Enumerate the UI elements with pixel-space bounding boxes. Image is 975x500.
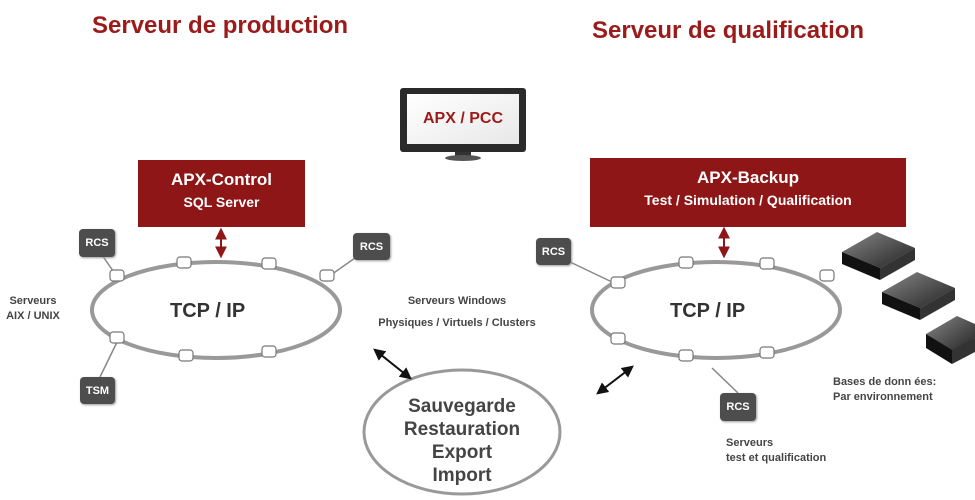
aix-servers-line2: AIX / UNIX [6, 310, 60, 322]
backup-box-subtitle: Test / Simulation / Qualification [644, 192, 852, 208]
windows-servers-label: Serveurs Windows Physiques / Virtuels / … [344, 290, 570, 334]
databases-line1: Bases de donn ées: [833, 376, 937, 388]
monitor-label: APX / PCC [422, 110, 503, 127]
monitor-icon [400, 88, 526, 161]
production-title: Serveur de production [92, 12, 349, 39]
qualification-title: Serveur de qualification [592, 17, 865, 44]
backup-operations: Sauvegarde Restauration Export Import [384, 395, 540, 487]
test-servers-line2: test et qualification [726, 452, 827, 464]
backup-op-restore: Restauration [403, 419, 521, 440]
backup-op-save: Sauvegarde [408, 396, 516, 417]
test-servers-line1: Serveurs [726, 437, 774, 449]
backup-ops-ellipse [362, 368, 562, 496]
left-backup-arrow [373, 348, 412, 380]
rcs-node-left-right[interactable]: RCS [353, 233, 390, 260]
disk-icon-2 [882, 272, 955, 320]
right-ring-label: TCP / IP [670, 300, 746, 322]
aix-servers-label: Serveurs AIX / UNIX [2, 294, 64, 324]
backup-op-export: Export [431, 442, 493, 463]
left-network-ring [90, 260, 342, 360]
backup-box-title: APX-Backup [696, 168, 800, 187]
database-disk-icons [842, 232, 975, 364]
right-network-ring [590, 260, 842, 360]
backup-op-import: Import [432, 465, 492, 486]
rcs-node-right-bottom[interactable]: RCS [720, 393, 756, 421]
tsm-node[interactable]: TSM [80, 377, 115, 404]
aix-servers-line1: Serveurs [9, 295, 57, 307]
test-servers-label: Serveurs test et qualification [726, 436, 826, 466]
rcs-node-right-left[interactable]: RCS [536, 238, 571, 265]
right-connectors [569, 261, 739, 394]
left-ring-label: TCP / IP [170, 300, 246, 322]
databases-line2: Par environnement [833, 391, 933, 403]
apx-backup-box[interactable]: APX-Backup Test / Simulation / Qualifica… [590, 158, 906, 227]
left-ring-nodes [109, 256, 335, 362]
databases-label: Bases de donn ées: Par environnement [833, 375, 936, 405]
disk-icon-3 [926, 316, 975, 364]
windows-servers-line2: Physiques / Virtuels / Clusters [378, 317, 536, 329]
rcs-node-left-top[interactable]: RCS [79, 229, 115, 257]
control-box-title: APX-Control [170, 170, 273, 189]
control-box-subtitle: SQL Server [183, 194, 260, 210]
windows-servers-line1: Serveurs Windows [407, 295, 507, 307]
right-ring-nodes [610, 256, 835, 362]
apx-control-box[interactable]: APX-Control SQL Server [138, 160, 305, 227]
right-backup-arrow [596, 365, 634, 395]
disk-icon-1 [842, 232, 915, 280]
